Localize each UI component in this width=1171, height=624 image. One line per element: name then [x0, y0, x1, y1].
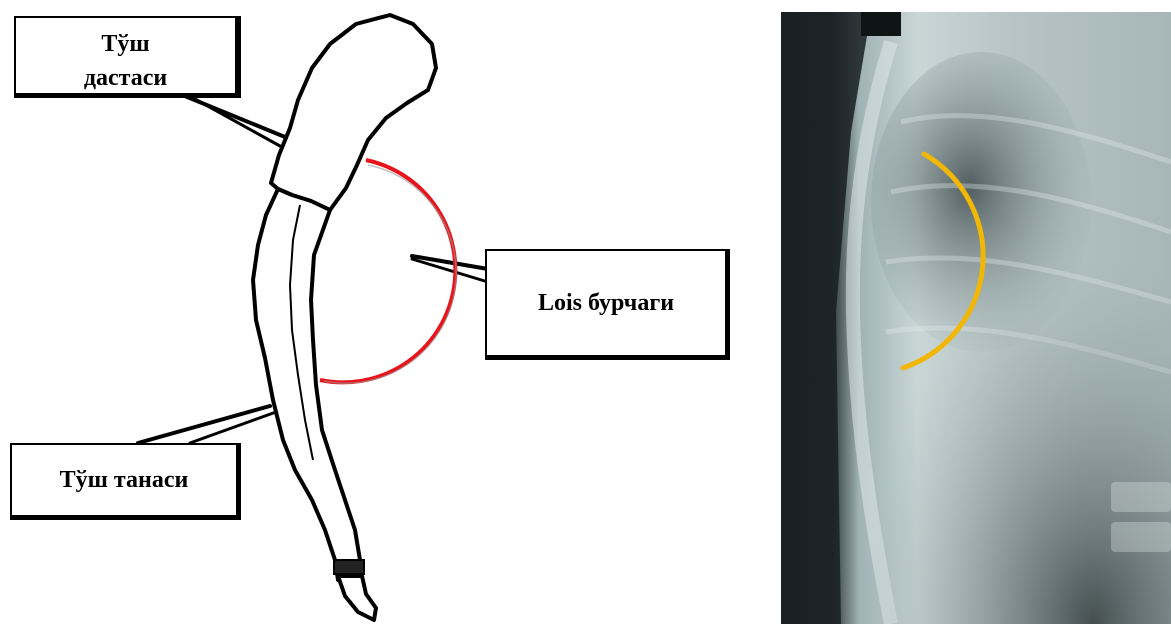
- sternal-body-outline: [253, 189, 360, 580]
- xiphoid-process: [338, 576, 376, 620]
- manubrium-pointer-line: [175, 92, 285, 137]
- lateral-chest-xray: [781, 12, 1171, 624]
- manubrium-label-line2: дастаси: [16, 64, 235, 92]
- sternal-body-label: Тўш танаси: [60, 467, 189, 494]
- sternal-angle-arc-shadow: [324, 165, 456, 383]
- manubrium-pointer-line-2: [195, 99, 280, 146]
- manubrium-label-line1: Тўш: [16, 18, 235, 58]
- sternal-angle-label-box: Lois бурчаги: [485, 249, 730, 360]
- sternal-angle-label: Lois бурчаги: [538, 290, 674, 317]
- manubrium-label-box: Тўш дастаси: [14, 16, 241, 98]
- sternal-body-label-box: Тўш танаси: [10, 443, 241, 520]
- xiphoid-band: [334, 560, 364, 574]
